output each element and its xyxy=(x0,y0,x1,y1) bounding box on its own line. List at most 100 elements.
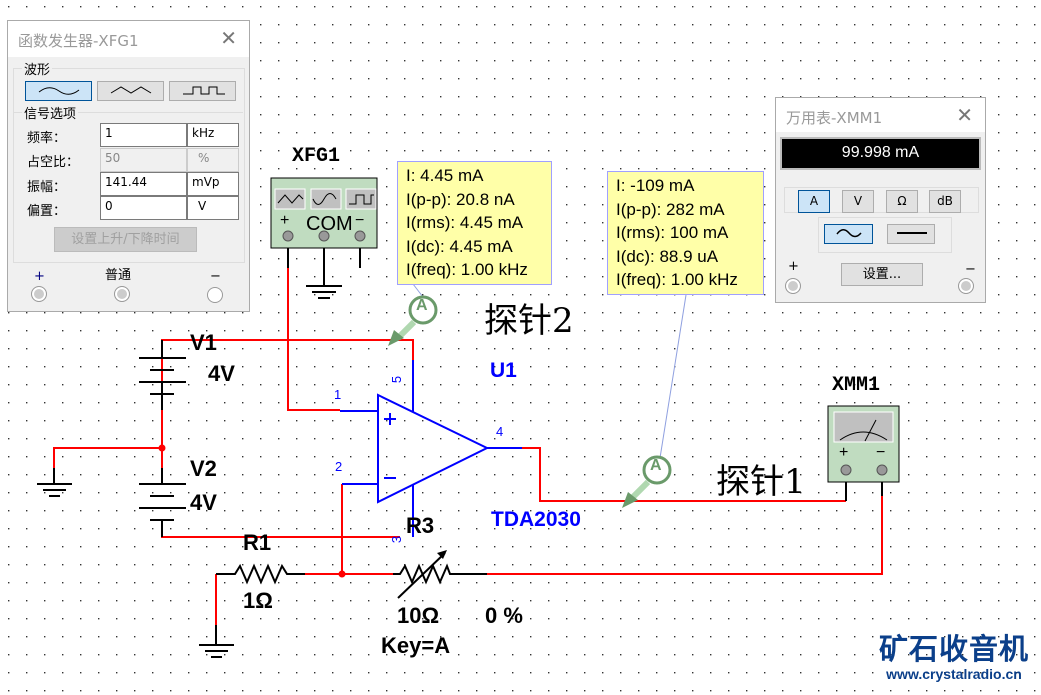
tooltip-line: I: -109 mA xyxy=(616,176,695,195)
waveform-group-label: 波形 xyxy=(22,59,53,78)
probe2-icon[interactable] xyxy=(388,295,438,346)
xmm1-plus: + xyxy=(839,444,849,461)
wire-ground-left xyxy=(53,447,162,468)
dc-icon xyxy=(897,232,927,234)
potentiometer-r3 xyxy=(393,563,487,585)
probe1-icon[interactable] xyxy=(622,455,672,508)
v1-name: V1 xyxy=(190,330,217,355)
r3-name: R3 xyxy=(406,513,435,538)
mode-ammeter-button[interactable]: A xyxy=(798,190,830,213)
meter-display: 99.998 mA xyxy=(780,137,981,170)
terminal-common[interactable] xyxy=(114,286,130,302)
terminal-minus-label: − xyxy=(210,269,221,284)
amplitude-input[interactable]: 141.44 xyxy=(100,172,187,196)
function-generator-symbol[interactable] xyxy=(270,177,378,249)
square-wave-button[interactable] xyxy=(169,81,236,101)
terminal-minus[interactable] xyxy=(958,278,974,294)
probe2-letter: A xyxy=(416,297,428,314)
triangle-wave-button[interactable] xyxy=(97,81,164,101)
close-icon[interactable]: ✕ xyxy=(220,26,237,50)
terminal-plus-label: + xyxy=(34,269,45,284)
dc-button[interactable] xyxy=(887,224,935,244)
v2-name: V2 xyxy=(190,456,217,481)
opamp-u1[interactable] xyxy=(340,360,522,537)
dialog-title: 万用表-XMM1 xyxy=(786,109,883,127)
duty-cycle-unit: % xyxy=(187,148,239,172)
ground-symbol xyxy=(199,625,234,658)
offset-input[interactable]: 0 xyxy=(100,196,187,220)
pin-5: 5 xyxy=(389,375,405,384)
terminal-common-label: 普通 xyxy=(105,268,132,283)
signal-group-label: 信号选项 xyxy=(22,103,79,122)
tooltip-line: I(freq): 1.00 kHz xyxy=(616,270,738,290)
probe2-label: 探针2 xyxy=(484,301,574,341)
probe1-label: 探针1 xyxy=(716,462,806,502)
triangle-wave-icon xyxy=(110,86,151,94)
tooltip-line: I: 4.45 mA xyxy=(406,166,484,185)
multimeter-dialog: 万用表-XMM1 ✕ 99.998 mA A V Ω dB + − 设置... xyxy=(775,97,986,303)
amplitude-unit[interactable]: mVp xyxy=(187,172,239,196)
pin-3: 3 xyxy=(389,535,405,544)
r3-arrow-icon xyxy=(437,550,447,559)
offset-unit[interactable]: V xyxy=(187,196,239,220)
battery-v1 xyxy=(139,340,186,410)
close-icon[interactable]: ✕ xyxy=(956,103,973,127)
frequency-unit[interactable]: kHz xyxy=(187,123,239,147)
terminal-plus[interactable] xyxy=(785,278,801,294)
watermark-url: www.crystalradio.cn xyxy=(886,666,1022,682)
ac-button[interactable] xyxy=(824,224,873,244)
tooltip-line: I(rms): 100 mA xyxy=(616,223,729,243)
offset-label: 偏置： xyxy=(27,204,67,219)
r3-value: 10Ω xyxy=(397,603,440,628)
title-bar[interactable]: 万用表-XMM1 ✕ xyxy=(776,98,985,132)
tooltip-line: I(rms): 4.45 mA xyxy=(406,213,524,233)
dialog-title: 函数发生器-XFG1 xyxy=(18,32,139,50)
resistor-r1 xyxy=(216,563,305,585)
tooltip-line: I(dc): 4.45 mA xyxy=(406,236,513,256)
wire-xmm-return xyxy=(487,482,883,575)
multimeter-symbol[interactable] xyxy=(827,405,900,483)
tooltip-line: I(dc): 88.9 uA xyxy=(616,246,719,266)
terminal-plus[interactable] xyxy=(31,286,47,302)
frequency-label: 频率： xyxy=(27,131,67,146)
mode-voltmeter-button[interactable]: V xyxy=(842,190,874,213)
function-generator-dialog: 函数发生器-XFG1 ✕ 波形 信号选项 频率： 1 kHz 占空比： 50 %… xyxy=(7,20,250,312)
ground-symbol xyxy=(37,468,72,497)
wire-output xyxy=(520,447,846,502)
duty-cycle-input: 50 xyxy=(100,148,187,172)
frequency-input[interactable]: 1 xyxy=(100,123,187,147)
terminal-minus[interactable] xyxy=(207,287,223,303)
wires xyxy=(53,268,883,625)
tooltip-line: I(p-p): 20.8 nA xyxy=(406,189,515,209)
title-bar[interactable]: 函数发生器-XFG1 ✕ xyxy=(8,21,249,57)
tooltip-line: I(freq): 1.00 kHz xyxy=(406,260,528,280)
ac-icon xyxy=(835,229,862,238)
probe1-letter: A xyxy=(650,457,662,474)
v1-value: 4V xyxy=(208,361,235,386)
r1-value: 1Ω xyxy=(243,588,273,613)
xfg1-minus: − xyxy=(355,212,365,229)
tooltip-line: I(p-p): 282 mA xyxy=(616,199,725,219)
v2-value: 4V xyxy=(190,490,217,515)
pin-1: 1 xyxy=(334,387,342,402)
xmm1-minus: − xyxy=(876,444,886,461)
probe2-tooltip: I: 4.45 mA I(p-p): 20.8 nA I(rms): 4.45 … xyxy=(397,161,552,285)
wire-v1-top xyxy=(161,339,414,382)
sine-wave-button[interactable] xyxy=(25,81,92,101)
mode-db-button[interactable]: dB xyxy=(929,190,961,213)
junction-dot xyxy=(338,570,346,578)
watermark-logo: 矿石收音机 www.crystalradio.cn xyxy=(874,632,1034,682)
junction-dot xyxy=(158,444,166,452)
pin-2: 2 xyxy=(335,459,343,474)
wire-xfg-plus xyxy=(287,268,340,411)
xfg1-label: XFG1 xyxy=(292,145,341,168)
xfg1-com: COM xyxy=(306,213,353,235)
settings-button[interactable]: 设置... xyxy=(841,263,923,286)
pin-4: 4 xyxy=(496,424,504,439)
r1-name: R1 xyxy=(243,530,272,555)
u1-name: U1 xyxy=(490,359,517,382)
mode-ohmmeter-button[interactable]: Ω xyxy=(886,190,918,213)
terminal-minus-label: − xyxy=(965,262,976,277)
duty-cycle-label: 占空比： xyxy=(27,155,80,170)
ground-symbol xyxy=(306,285,342,299)
